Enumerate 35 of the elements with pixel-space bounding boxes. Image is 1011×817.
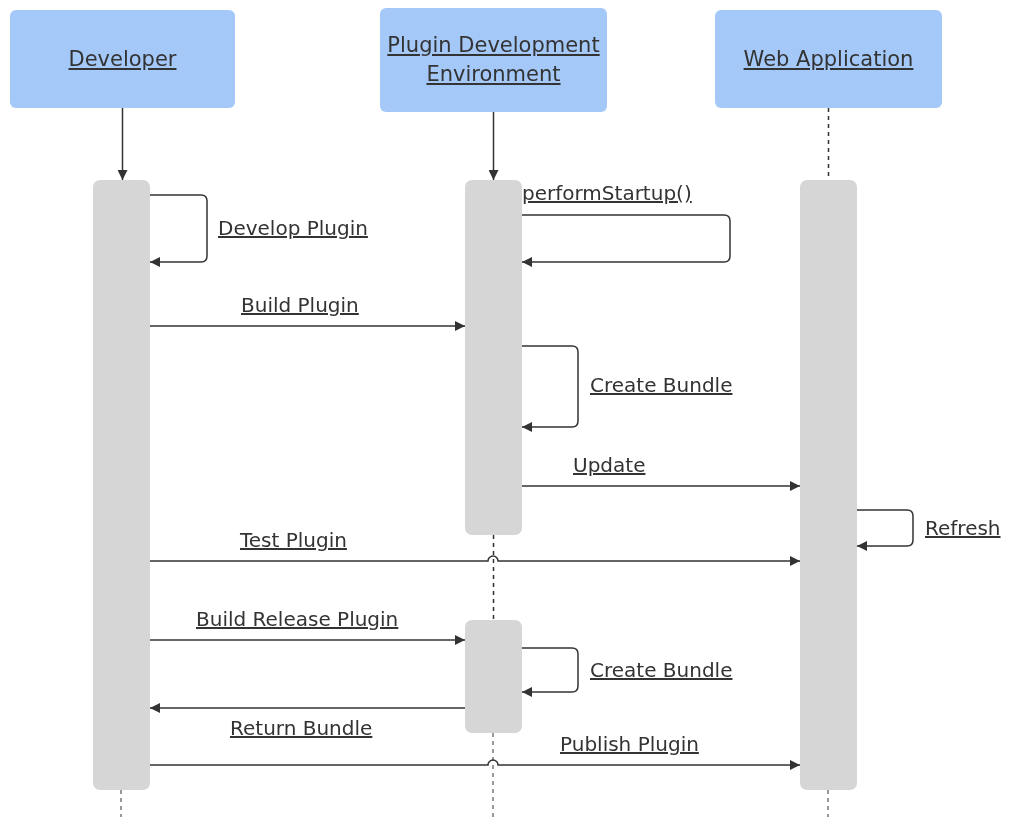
activation-bar bbox=[800, 180, 857, 790]
self-message-arrow bbox=[856, 509, 914, 551]
activation-bar bbox=[465, 180, 522, 535]
message-label: Build Release Plugin bbox=[196, 608, 399, 630]
participant-box bbox=[380, 8, 607, 112]
message-arrow bbox=[521, 481, 801, 491]
message-arrow bbox=[149, 703, 466, 713]
message-label: performStartup() bbox=[522, 182, 692, 204]
message-label: Develop Plugin bbox=[218, 217, 368, 239]
participant-name: Web Application bbox=[743, 45, 914, 73]
message-arrow bbox=[149, 759, 801, 770]
self-message-arrow bbox=[521, 214, 731, 267]
activation-bar bbox=[465, 620, 522, 733]
message-label: Build Plugin bbox=[241, 294, 359, 316]
activation-bar bbox=[93, 180, 150, 790]
message-arrow bbox=[488, 111, 499, 181]
participant-box bbox=[715, 10, 942, 108]
message-arrow bbox=[117, 107, 128, 181]
participant-box bbox=[10, 10, 235, 108]
message-label: Update bbox=[573, 454, 646, 476]
message-label: Test Plugin bbox=[240, 529, 347, 551]
lifeline bbox=[492, 534, 495, 621]
message-arrow bbox=[149, 321, 466, 331]
message-arrow bbox=[149, 555, 801, 566]
message-label: Refresh bbox=[925, 517, 1001, 539]
self-message-arrow bbox=[521, 647, 579, 697]
message-label: Return Bundle bbox=[230, 717, 373, 739]
message-arrow bbox=[149, 635, 466, 645]
participant-name: Plugin Development Environment bbox=[386, 32, 601, 88]
message-label: Create Bundle bbox=[590, 374, 733, 396]
participant-name: Developer bbox=[68, 45, 177, 73]
message-label: Publish Plugin bbox=[560, 733, 699, 755]
message-label: Create Bundle bbox=[590, 659, 733, 681]
self-message-arrow bbox=[521, 345, 579, 432]
self-message-arrow bbox=[149, 194, 208, 267]
